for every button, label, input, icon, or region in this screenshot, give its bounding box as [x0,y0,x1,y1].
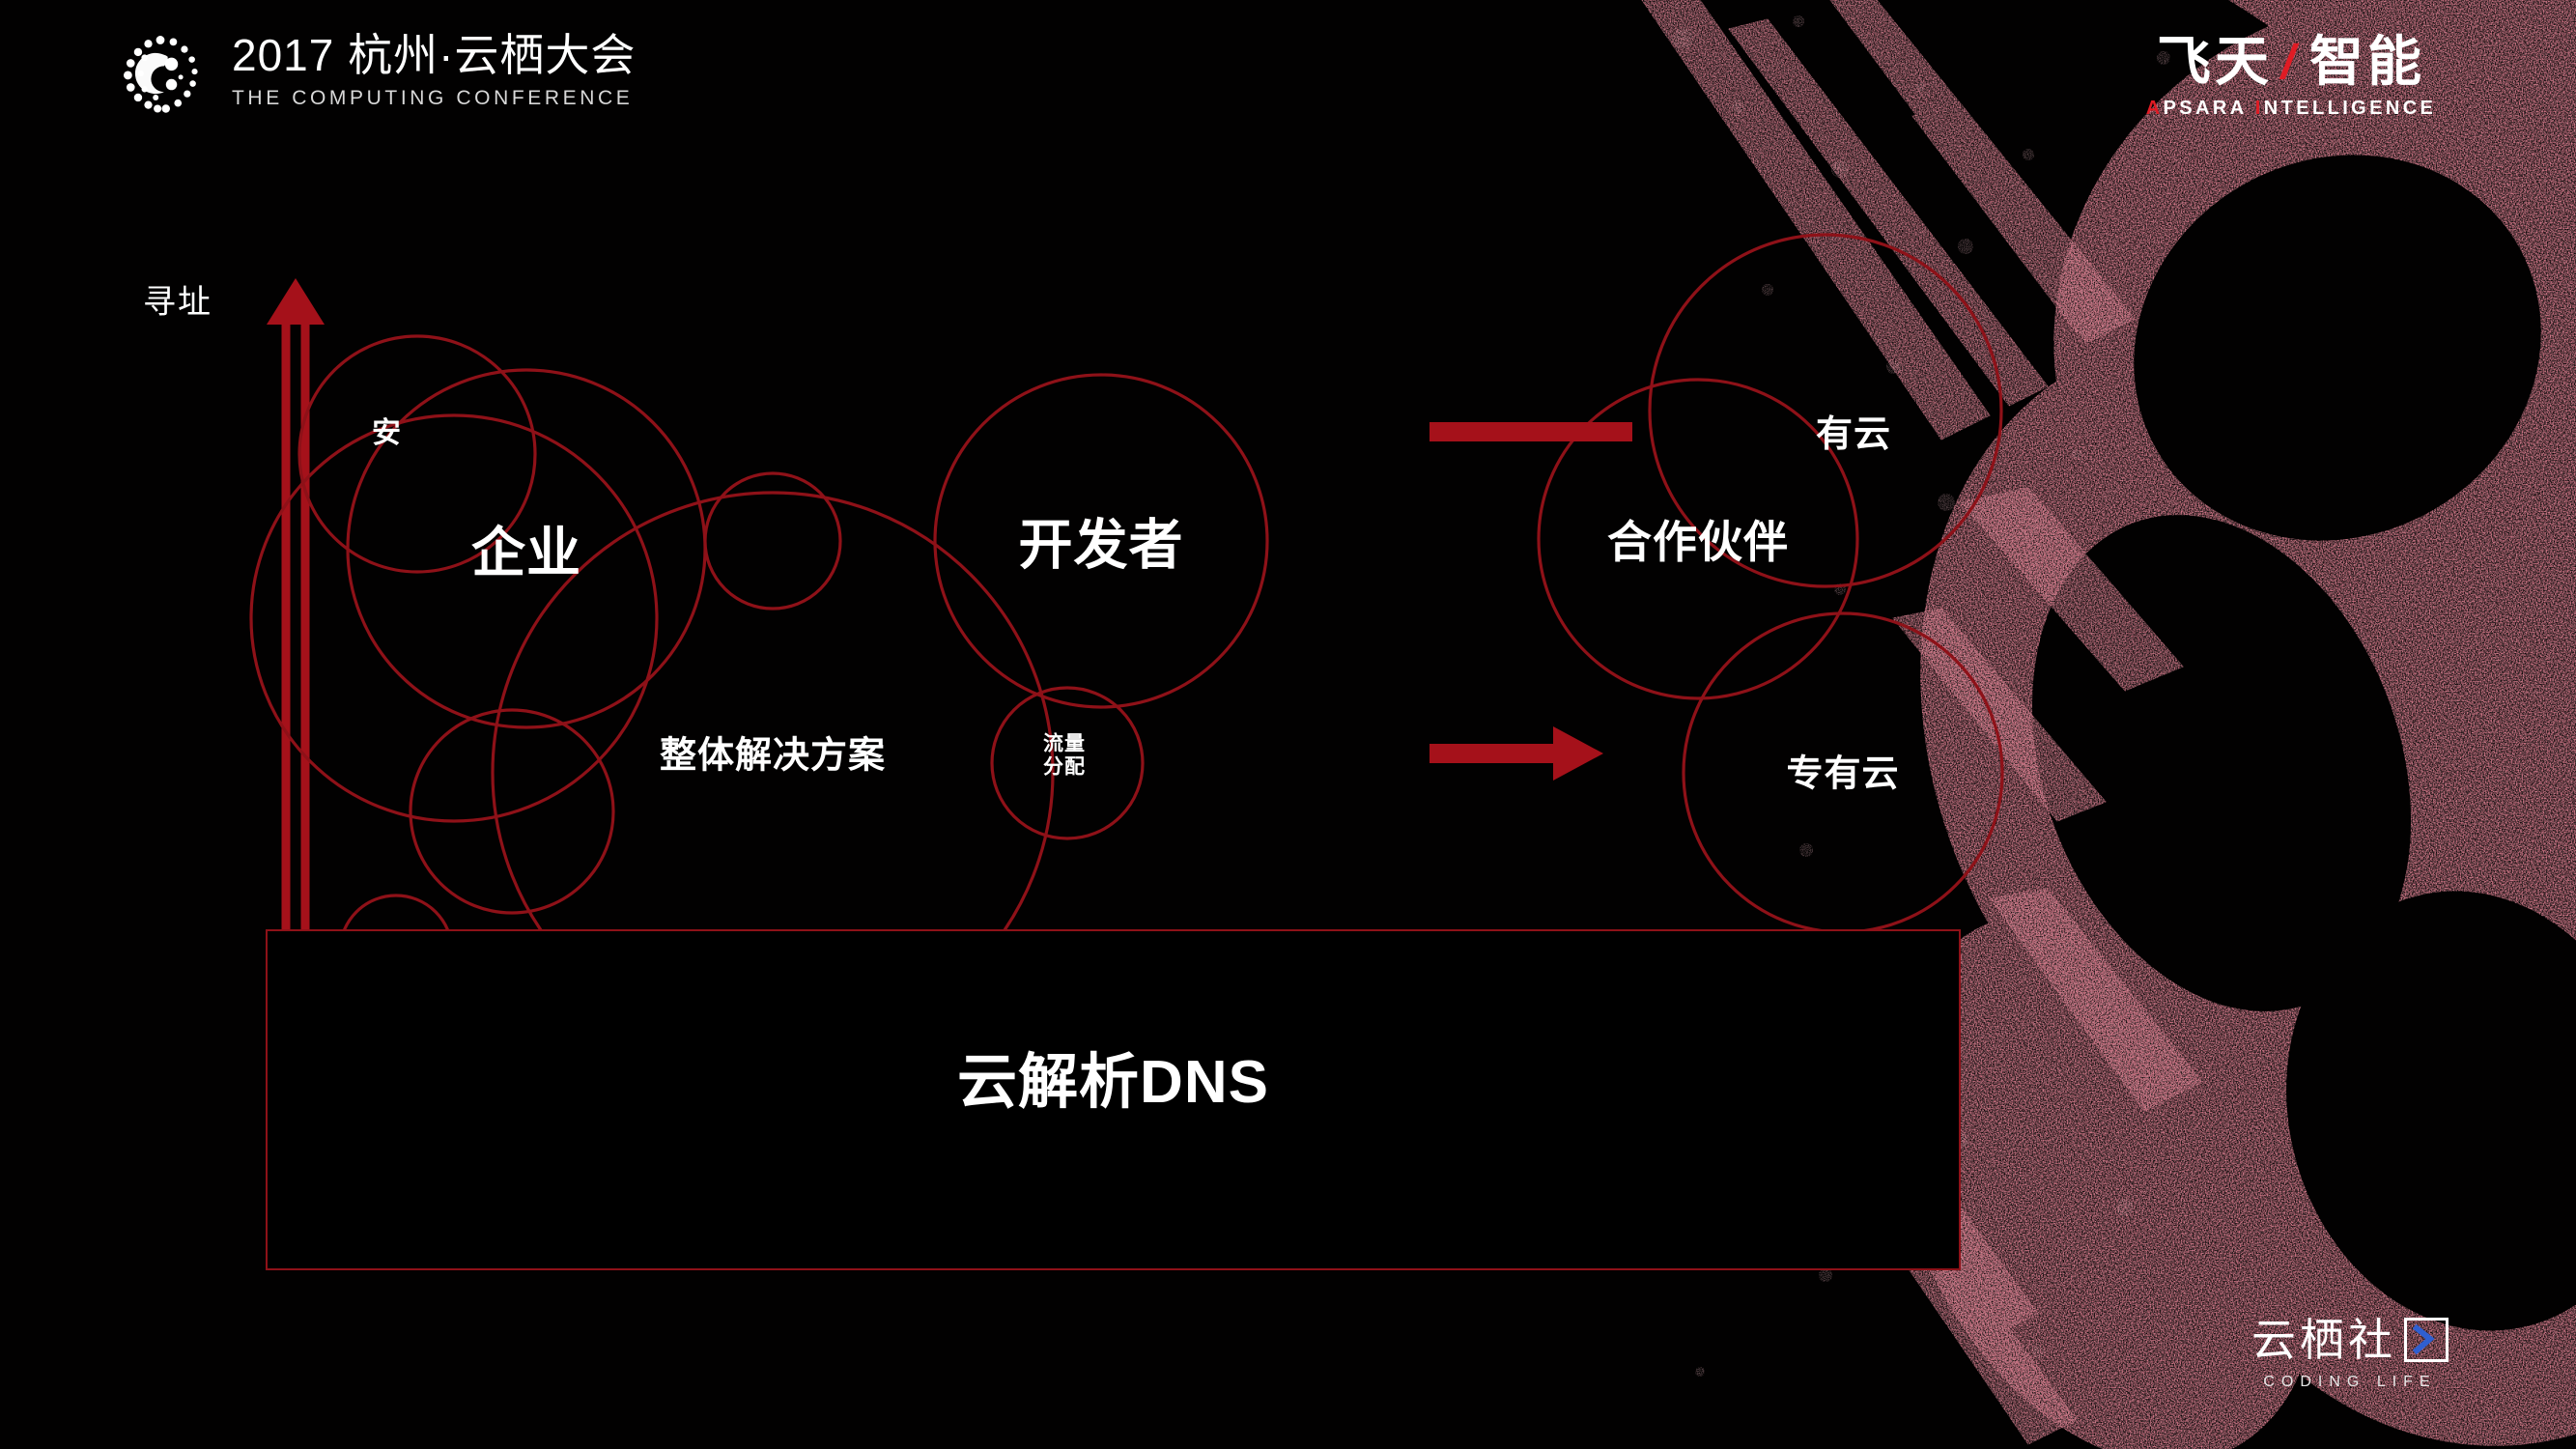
node-label-partner: 合作伙伴 [1607,517,1789,567]
apsara-brand-cn-left: 飞天 [2157,31,2274,92]
flow-arrows [1430,422,1632,781]
apsara-brand-cn-right: 智能 [2308,31,2425,92]
bubble-developer [933,373,1269,709]
bubble-security [297,334,537,574]
bubble-traffic [990,686,1145,840]
addressing-axis-label: 寻址 [143,284,212,321]
node-label-security: 安 [372,417,401,449]
bubble-partner [1537,378,1859,700]
conference-title: 2017 杭州·云栖大会 [232,30,637,80]
yunqi-logo-row: 云栖社 [2251,1318,2449,1362]
node-label-traffic-line1: 流量 [1043,732,1086,755]
conference-dot-c-logo-icon [123,36,198,113]
node-label-developer: 开发者 [1018,514,1184,576]
apsara-brand-en-rest: NTELLIGENCE [2263,98,2437,119]
addressing-axis-arrow [267,278,325,929]
dns-foundation-panel: 云解析DNS [266,929,1961,1270]
apsara-brand-logo: 飞天 / 智能 APSARA INTELLIGENCE [2132,35,2450,120]
apsara-brand-cn: 飞天 / 智能 [2132,31,2450,92]
bubble-dedicated-cloud [1682,611,2004,929]
bubble-solution [491,491,1055,929]
bubble-small-bottom [343,894,449,929]
apsara-brand-en-psara: PSARA [2163,98,2255,119]
conference-subtitle: THE COMPUTING CONFERENCE [232,86,634,109]
dns-panel-title: 云解析DNS [957,1049,1269,1116]
node-label-traffic: 流量 分配 [1043,732,1086,778]
node-label-public-cloud: 有云 [1816,414,1892,455]
flow-arrow-bottom-head [1553,726,1603,781]
node-label-enterprise: 企业 [471,522,581,583]
node-label-traffic-line2: 分配 [1043,755,1086,778]
apsara-brand-en-a: A [2145,98,2164,119]
yunqi-logo-cn: 云栖社 [2251,1315,2396,1365]
apsara-brand-en-i: I [2254,98,2264,119]
yunqi-community-logo: 云栖社 CODING LIFE [2251,1318,2449,1391]
yunqi-qu-box-icon [2404,1318,2449,1362]
bubble-small-left [409,708,615,915]
bubble-enterprise-back [249,413,659,823]
bubble-public-cloud [1648,233,2003,588]
bubble-bridge [703,471,842,611]
node-label-solution: 整体解决方案 [659,735,887,777]
yunqi-logo-tagline: CODING LIFE [2263,1374,2437,1390]
conference-logo-text: 2017 杭州·云栖大会 THE COMPUTING CONFERENCE [232,27,636,110]
node-label-dedicated-cloud: 专有云 [1786,753,1900,795]
apsara-brand-en: APSARA INTELLIGENCE [2132,98,2450,120]
conference-logo: 2017 杭州·云栖大会 THE COMPUTING CONFERENCE [114,27,636,120]
